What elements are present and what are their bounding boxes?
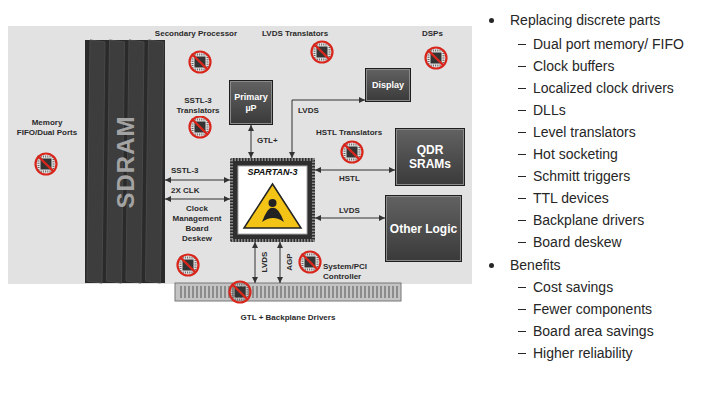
signal-connector — [165, 180, 230, 181]
part-label: HSTL Translators — [316, 128, 382, 138]
bullet-dash — [518, 44, 526, 45]
chip-body — [230, 158, 315, 242]
node-label: SDRAM — [111, 115, 139, 208]
node-label: Primary µP — [230, 92, 272, 114]
signal-connector — [315, 218, 385, 219]
bullet-dash — [518, 110, 526, 111]
signal-connector — [280, 242, 281, 283]
fpga-package — [230, 158, 315, 242]
logo-mascot — [262, 208, 284, 222]
bullet-item: Clock buffers — [533, 57, 614, 75]
logo-triangle — [244, 184, 301, 228]
sdram-base — [85, 40, 165, 283]
signal-connector — [251, 125, 252, 158]
removed-part-icon — [36, 154, 57, 175]
removed-part-icon — [190, 52, 211, 73]
bullet-dash — [518, 176, 526, 177]
signal-connector — [255, 242, 256, 283]
sdram-stick — [87, 40, 105, 283]
bullet-item: Board deskew — [533, 233, 622, 251]
part-label: Clock Management Board Deskew — [170, 204, 224, 244]
bullet-dash — [518, 220, 526, 221]
bullet-dash — [518, 154, 526, 155]
sdram-module: SDRAM — [85, 40, 165, 283]
backplane-connector: GTL + Backplane Drivers — [175, 283, 401, 301]
processor-box: Primary µP — [229, 80, 273, 125]
bullet-dash — [518, 309, 526, 310]
bullet-item: Localized clock drivers — [533, 79, 674, 97]
bullet-heading: Replacing discrete parts — [510, 11, 660, 29]
removed-part-icon — [178, 255, 199, 276]
bullet-dash — [518, 88, 526, 89]
signal-label: LVDS — [338, 206, 361, 215]
node-label: Other Logic — [390, 222, 457, 236]
signal-label: HSTL — [338, 174, 361, 183]
sdram-modules — [85, 40, 165, 283]
connectors — [165, 100, 395, 283]
bullet-item: Dual port memory/ FIFO — [533, 35, 684, 53]
bullet-dash — [518, 198, 526, 199]
logic-box: Other Logic — [385, 195, 462, 262]
bullet-item: Cost savings — [533, 278, 613, 296]
node-label: Display — [372, 80, 404, 91]
node-label: GTL + Backplane Drivers — [241, 313, 336, 323]
signal-connector — [315, 170, 395, 171]
signal-label: LVDS — [297, 106, 320, 115]
bullet-dash — [518, 242, 526, 243]
bullet-item: Schmitt triggers — [533, 167, 630, 185]
removed-part-icon — [342, 142, 363, 163]
circuit-board — [8, 26, 472, 284]
removed-part-icon — [426, 48, 447, 69]
signal-label: GTL+ — [256, 136, 279, 145]
fpga-chip: SPARTAN-3 — [230, 158, 315, 242]
node-label: QDR SRAMs — [396, 143, 464, 171]
part-label: LVDS Translators — [262, 29, 328, 39]
backplane-strip — [175, 283, 401, 301]
chip-label-area — [238, 166, 307, 234]
bullet-item: DLLs — [533, 101, 566, 119]
bullet-item: Higher reliability — [533, 344, 633, 362]
bullet-item: Backplane drivers — [533, 211, 644, 229]
bullet-dash — [518, 353, 526, 354]
part-label: SSTL-3 Translators — [170, 96, 226, 116]
sram-box: QDR SRAMs — [395, 128, 465, 186]
removed-part-icon — [300, 252, 321, 273]
signal-label: LVDS — [260, 251, 269, 274]
bullet-dash — [518, 331, 526, 332]
removed-part-icon — [190, 117, 211, 138]
bullet-item: Level translators — [533, 123, 636, 141]
bullet-item: Board area savings — [533, 322, 654, 340]
bullet-heading: Benefits — [510, 256, 561, 274]
bullet-dash — [518, 132, 526, 133]
node-label: SPARTAN-3 — [247, 167, 297, 178]
display-box: Display — [365, 68, 411, 102]
bullet-dot — [489, 18, 494, 23]
removed-part-icon — [312, 42, 333, 63]
removed-parts — [36, 42, 447, 303]
bullet-item: Hot socketing — [533, 145, 618, 163]
connector-body — [175, 283, 401, 301]
part-label: DSPs — [422, 29, 443, 39]
signal-label: 2X CLK — [170, 186, 200, 195]
part-label: System/PCI Controller — [323, 262, 375, 282]
chip-pins — [232, 160, 314, 241]
logo-mascot — [269, 199, 277, 207]
signal-connector — [165, 199, 230, 200]
signal-label: SSTL-3 — [170, 166, 200, 175]
removed-part-icon — [230, 282, 251, 303]
part-label: Secondary Processor — [150, 29, 242, 39]
bullet-item: Fewer components — [533, 300, 652, 318]
connector-pins — [178, 286, 398, 298]
bullet-item: TTL devices — [533, 189, 609, 207]
signal-label: AGP — [285, 252, 294, 271]
bullet-dash — [518, 287, 526, 288]
bullet-dash — [518, 66, 526, 67]
bullet-dot — [489, 263, 494, 268]
part-label: Memory FIFO/Dual Ports — [13, 118, 81, 138]
sdram-stick — [146, 40, 164, 283]
